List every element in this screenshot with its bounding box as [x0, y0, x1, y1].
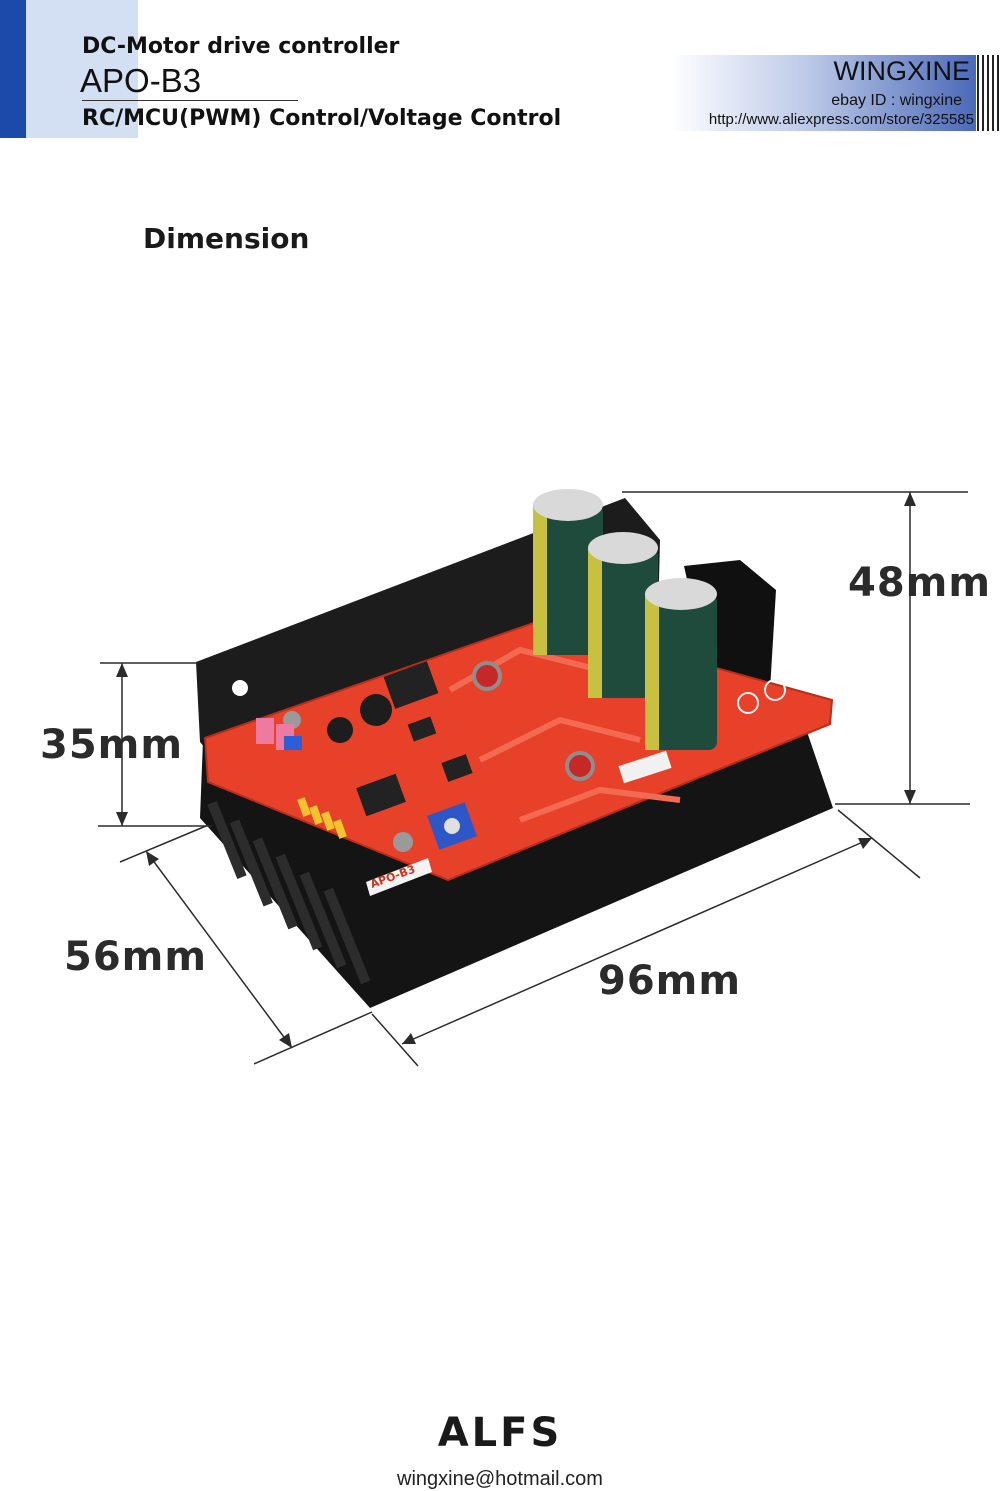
- title-divider: [82, 100, 298, 101]
- model-plate: [366, 858, 432, 896]
- heatsink-fins: [207, 801, 371, 985]
- dimension-height-left: 35mm: [40, 722, 184, 768]
- product-subtitle: RC/MCU(PWM) Control/Voltage Control: [82, 106, 562, 131]
- pcb-components: [356, 661, 672, 817]
- inductor-small: [327, 717, 353, 743]
- section-title: Dimension: [143, 222, 310, 255]
- ebay-id: ebay ID : wingxine: [831, 92, 962, 109]
- dimension-height-right: 48mm: [848, 560, 992, 606]
- jumper-blue: [284, 736, 302, 750]
- dimension-arrowheads: [116, 492, 916, 1048]
- brand-name: WINGXINE: [833, 56, 970, 86]
- footer-brand: ALFS: [437, 1410, 563, 1456]
- jumper-pink: [256, 718, 274, 744]
- dimension-depth: 56mm: [64, 934, 208, 980]
- footer-email[interactable]: wingxine@hotmail.com: [397, 1468, 603, 1490]
- brand-banner: [670, 55, 976, 131]
- product-model: APO-B3: [80, 62, 202, 99]
- capacitor-1: [533, 489, 603, 655]
- dimension-length: 96mm: [598, 958, 742, 1004]
- brand-stripes: [977, 55, 999, 131]
- inductor: [360, 694, 392, 726]
- screw: [393, 832, 413, 852]
- mounting-hole: [232, 680, 248, 696]
- header-pins: [297, 797, 347, 839]
- screw: [472, 661, 502, 691]
- ul-mark: [764, 679, 786, 701]
- capacitor-2: [588, 532, 658, 698]
- store-link[interactable]: http://www.aliexpress.com/store/325585: [708, 111, 974, 128]
- screw: [565, 751, 595, 781]
- header-panel: [26, 0, 138, 138]
- ce-mark: [737, 692, 759, 714]
- dimension-lines: [98, 491, 970, 1067]
- potentiometer-knob: [444, 818, 460, 834]
- capacitor-3: [645, 578, 717, 750]
- product-title: DC-Motor drive controller: [82, 34, 400, 59]
- header-accent-bar: [0, 0, 26, 138]
